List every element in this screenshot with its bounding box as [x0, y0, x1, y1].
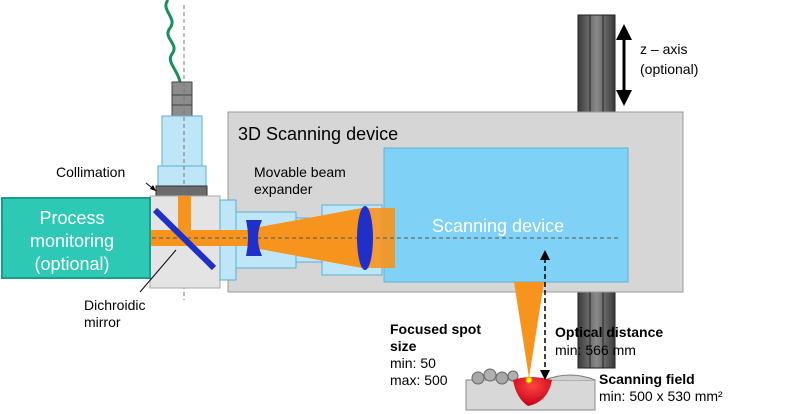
optical-distance-value: min: 566 mm: [555, 342, 636, 358]
process-label-1: Process: [39, 208, 104, 228]
beam-expander-label-1: Movable beam: [254, 164, 346, 180]
spot-max: max: 500: [390, 372, 448, 388]
scanning-device-label: Scanning device: [432, 216, 564, 236]
process-monitoring-box: [1, 197, 151, 279]
spot-title-1: Focused spot: [390, 321, 481, 337]
collimation-housing: [155, 115, 208, 197]
focus-point: [525, 376, 533, 384]
beam-expander-label-2: expander: [254, 181, 313, 197]
dichroic-pointer: [139, 249, 177, 293]
z-axis-label-1: z – axis: [640, 41, 687, 57]
optical-distance-arrow: [540, 250, 550, 380]
optical-distance-title: Optical distance: [555, 324, 663, 340]
lens-convex: [357, 206, 373, 270]
collimation-pointer: [145, 182, 157, 192]
device-title: 3D Scanning device: [238, 124, 398, 144]
scanning-device-box: [383, 147, 629, 283]
collimation-label: Collimation: [56, 164, 125, 180]
scanning-field-title: Scanning field: [599, 371, 695, 387]
fiber-connector: [171, 81, 193, 117]
dichroic-label-2: mirror: [84, 314, 121, 330]
spot-min: min: 50: [390, 355, 436, 371]
z-axis-label-2: (optional): [640, 61, 698, 77]
z-axis-rail: [577, 14, 616, 369]
lens-concave: [246, 220, 262, 256]
fiber-cable: [164, 0, 182, 83]
dichroic-label-1: Dichroidic: [84, 297, 145, 313]
process-label-3: (optional): [34, 254, 109, 274]
process-label-2: monitoring: [30, 231, 114, 251]
z-axis-arrow: [616, 24, 632, 106]
scanning-field-value: min: 500 x 530 mm²: [599, 388, 723, 404]
spot-title-2: size: [390, 338, 417, 354]
weld-spot: [513, 377, 552, 406]
workpiece: [465, 368, 596, 411]
dichroic-mirror: [152, 207, 217, 271]
